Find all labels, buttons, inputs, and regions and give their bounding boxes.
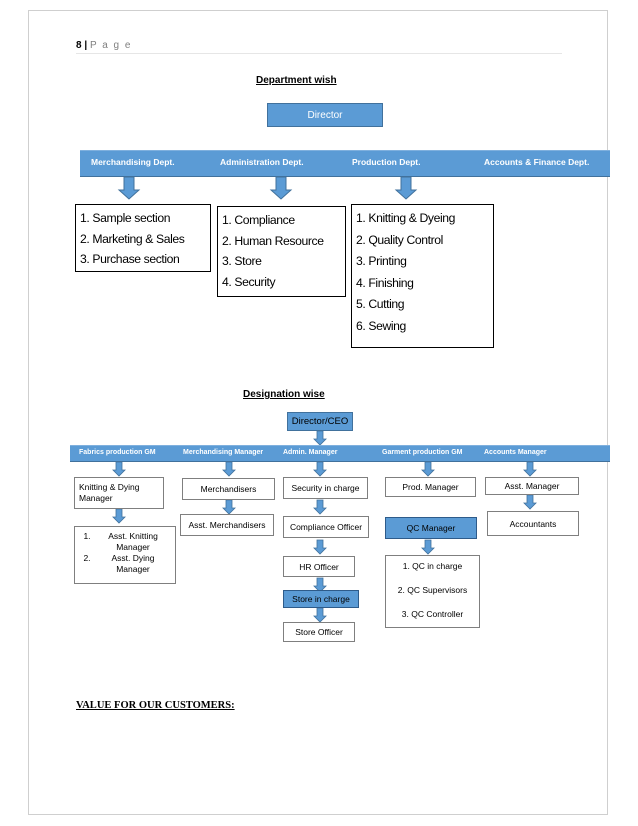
list-item: 4. Security [222,274,276,289]
compliance-officer: Compliance Officer [289,522,363,532]
asst-merchandisers-box: Asst. Merchandisers [180,514,274,536]
prod-manager: Prod. Manager [402,482,459,492]
arrow-merchandising [118,176,140,200]
dept-production: Production Dept. [352,157,421,167]
list-item: 1. Sample section [80,211,171,225]
list-item: 1. Asst. Knitting Manager [83,531,158,552]
dept-merchandising: Merchandising Dept. [91,157,175,167]
designation-title: Designation wise [243,389,325,400]
arrow-production [395,176,417,200]
arrow-compliance [313,539,327,555]
compliance-box: Compliance Officer [283,516,369,538]
list-item: 3. Purchase section [80,252,180,266]
merchandisers: Merchandisers [200,484,257,494]
list-item: 2. Asst. Dying Manager [83,553,155,574]
arrow-admin [313,461,327,477]
asst-manager-box: Asst. Manager [485,477,579,495]
knitting-dying-manager: Knitting & Dying Manager [79,482,140,503]
fabrics-asst-list: 1. Asst. Knitting Manager 2. Asst. Dying… [74,526,176,584]
arrow-garment [421,461,435,477]
header-rule [76,53,562,54]
accountants-box: Accountants [487,511,579,536]
merchandising-list: 1. Sample section 2. Marketing & Sales 3… [75,204,211,272]
dept-accounts: Accounts & Finance Dept. [484,157,590,167]
qc-manager: QC Manager [406,523,456,533]
list-item: 6. Sewing [356,318,406,333]
dept-administration: Administration Dept. [220,157,304,167]
page-border [28,10,608,815]
departments-bar [80,150,610,177]
security-box: Security in charge [283,477,368,499]
list-item: 2. Quality Control [356,232,443,247]
store-officer-box: Store Officer [283,622,355,642]
director-box: Director [267,103,383,127]
value-heading: VALUE FOR OUR CUSTOMERS: [76,700,235,711]
hr-officer: HR Officer [299,561,339,572]
page-separator: | [84,40,88,51]
list-item: 2. QC Supervisors [397,585,468,595]
arrow-administration [270,176,292,200]
qc-manager-box: QC Manager [385,517,477,539]
list-item: 3. QC Controller [401,609,464,619]
merchandisers-box: Merchandisers [182,478,275,500]
arrow-asst-manager [523,494,537,510]
department-title: Department wish [256,75,337,86]
list-item: 3. Printing [356,254,407,268]
list-item: 1. Knitting & Dyeing [356,211,456,225]
arrow-ceo [313,430,327,446]
store-in-charge: Store in charge [292,594,350,604]
arrow-qc [421,539,435,555]
page-number: 8 [76,40,82,51]
arrow-fabrics [112,461,126,477]
list-item: 4. Finishing [356,275,414,290]
mgr-merchandising: Merchandising Manager [183,449,264,456]
ceo-label: Director/CEO [291,416,349,427]
list-item: 1. QC in charge [402,561,463,571]
qc-list: 1. QC in charge 2. QC Supervisors 3. QC … [385,555,480,628]
list-item: 5. Cutting [356,297,405,311]
ceo-box: Director/CEO [287,412,353,431]
arrow-security [313,499,327,515]
page-word: P a g e [89,40,132,51]
mgr-fabrics: Fabrics production GM [79,449,156,456]
mgr-garment: Garment production GM [382,449,463,456]
arrow-merch [222,461,236,477]
store-in-charge-box: Store in charge [283,590,359,608]
asst-manager: Asst. Manager [504,481,560,491]
prod-manager-box: Prod. Manager [385,477,476,497]
security-in-charge: Security in charge [291,483,360,493]
list-item: 1. Compliance [222,213,295,227]
store-officer: Store Officer [295,627,343,637]
list-item: 3. Store [222,254,262,268]
list-item: 2. Human Resource [222,233,324,248]
arrow-knitting [112,508,126,524]
arrow-store [313,607,327,623]
page-header: 8 | P a g e [76,40,132,51]
arrow-accounts [523,461,537,477]
mgr-accounts: Accounts Manager [484,449,547,456]
administration-list: 1. Compliance 2. Human Resource 3. Store… [217,206,346,297]
hr-box: HR Officer [283,556,355,577]
director-label: Director [307,109,343,121]
accountants: Accountants [509,518,557,529]
production-list: 1. Knitting & Dyeing 2. Quality Control … [351,204,494,348]
asst-merchandisers: Asst. Merchandisers [188,520,266,530]
arrow-merchandisers [222,499,236,515]
managers-bar [70,445,610,462]
list-item: 2. Marketing & Sales [80,231,185,246]
knitting-dying-manager-box: Knitting & Dying Manager [74,477,164,509]
mgr-admin: Admin. Manager [283,449,338,456]
